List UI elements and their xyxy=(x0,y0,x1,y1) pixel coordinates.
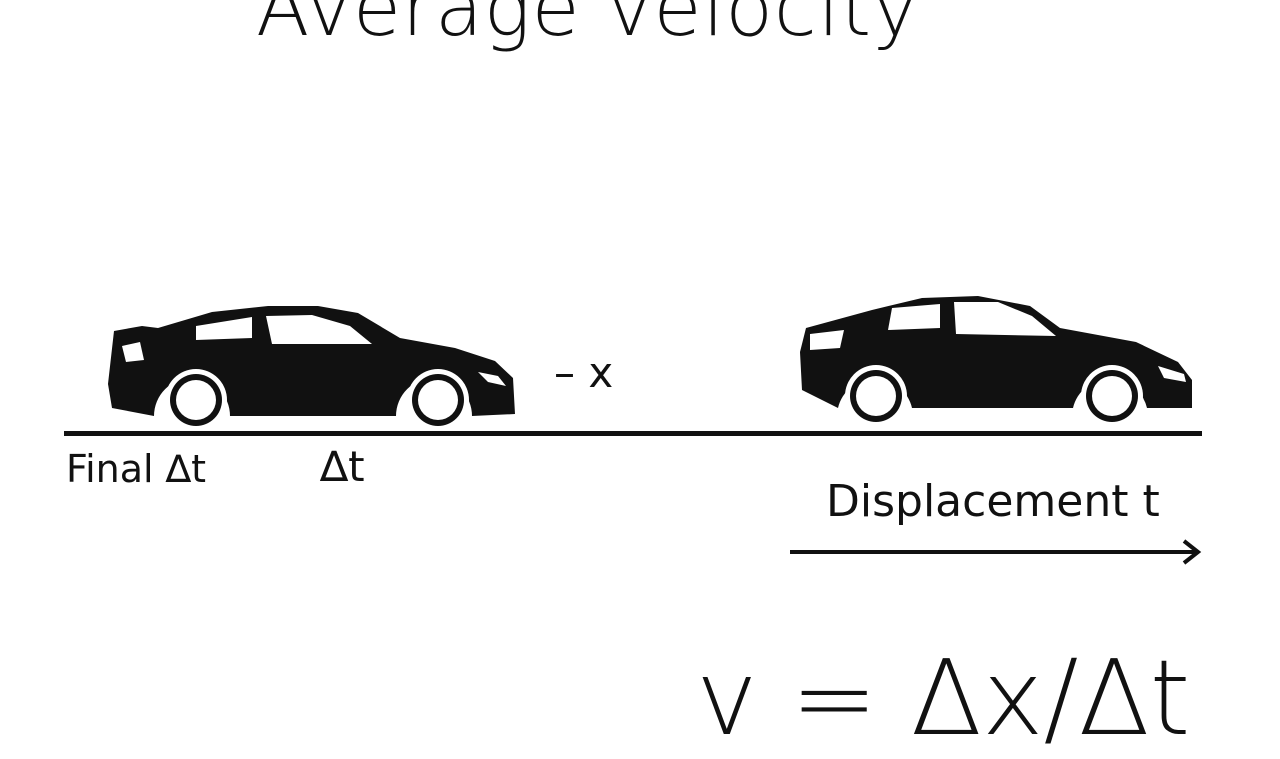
displacement-arrow-icon xyxy=(790,539,1202,565)
displacement-label: Displacement t xyxy=(826,476,1160,527)
title: Average velocity xyxy=(256,0,920,54)
car-left-icon xyxy=(108,306,515,431)
final-delta-t-label: Final ∆t xyxy=(66,447,206,491)
velocity-formula: v = ∆x/∆t xyxy=(696,637,1191,759)
ground-line xyxy=(64,431,1202,436)
delta-t-label: ∆t xyxy=(320,442,365,491)
car-right-icon xyxy=(800,296,1192,427)
minus-x-label: – x xyxy=(554,348,614,397)
